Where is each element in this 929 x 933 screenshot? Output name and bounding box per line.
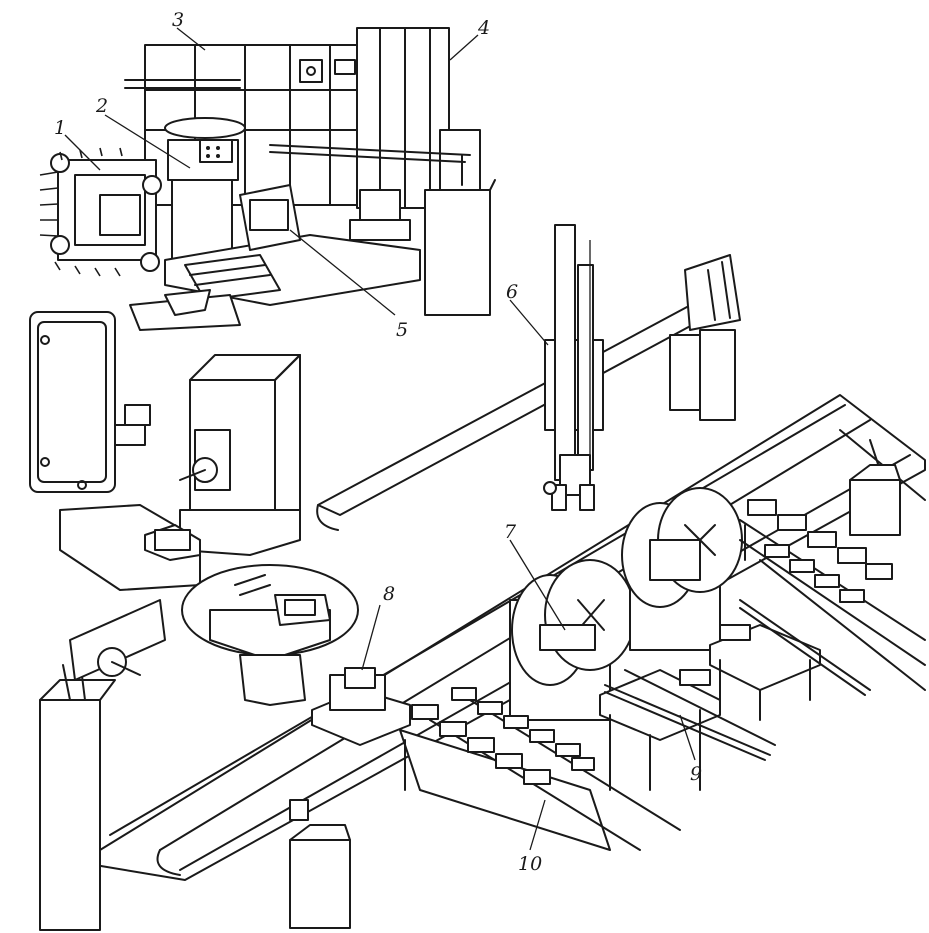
label-5: 5: [396, 319, 408, 341]
label-1: 1: [54, 117, 66, 139]
label-2: 2: [95, 95, 108, 117]
spindle-head: [164, 117, 246, 261]
loading-rails: [599, 599, 871, 791]
left-post: [39, 599, 166, 931]
callout-labels: 1 2 3 4 5 6 7 8 9 10: [54, 9, 702, 875]
label-6: 6: [506, 281, 518, 303]
measuring-station: [179, 354, 301, 556]
right-block: [849, 479, 901, 536]
parts-rack-bottom: [399, 687, 681, 851]
work-table: [129, 184, 421, 331]
pallet-changer: [39, 147, 162, 277]
label-3: 3: [172, 9, 184, 31]
control-box: [29, 311, 151, 493]
bottom-block: [289, 839, 351, 929]
gantry-robot: [316, 224, 741, 531]
label-9: 9: [690, 763, 702, 785]
label-4: 4: [477, 17, 490, 39]
label-7: 7: [504, 521, 517, 543]
label-10: 10: [518, 853, 542, 875]
tall-column: [356, 27, 481, 209]
machining-center: [39, 27, 496, 331]
rotary-table: [181, 564, 359, 706]
transfer-base-left: [59, 504, 201, 591]
parts-rack-right: [739, 429, 926, 691]
label-8: 8: [383, 583, 395, 605]
leader-lines: [64, 27, 696, 851]
rotating-fixtures: [509, 487, 743, 721]
